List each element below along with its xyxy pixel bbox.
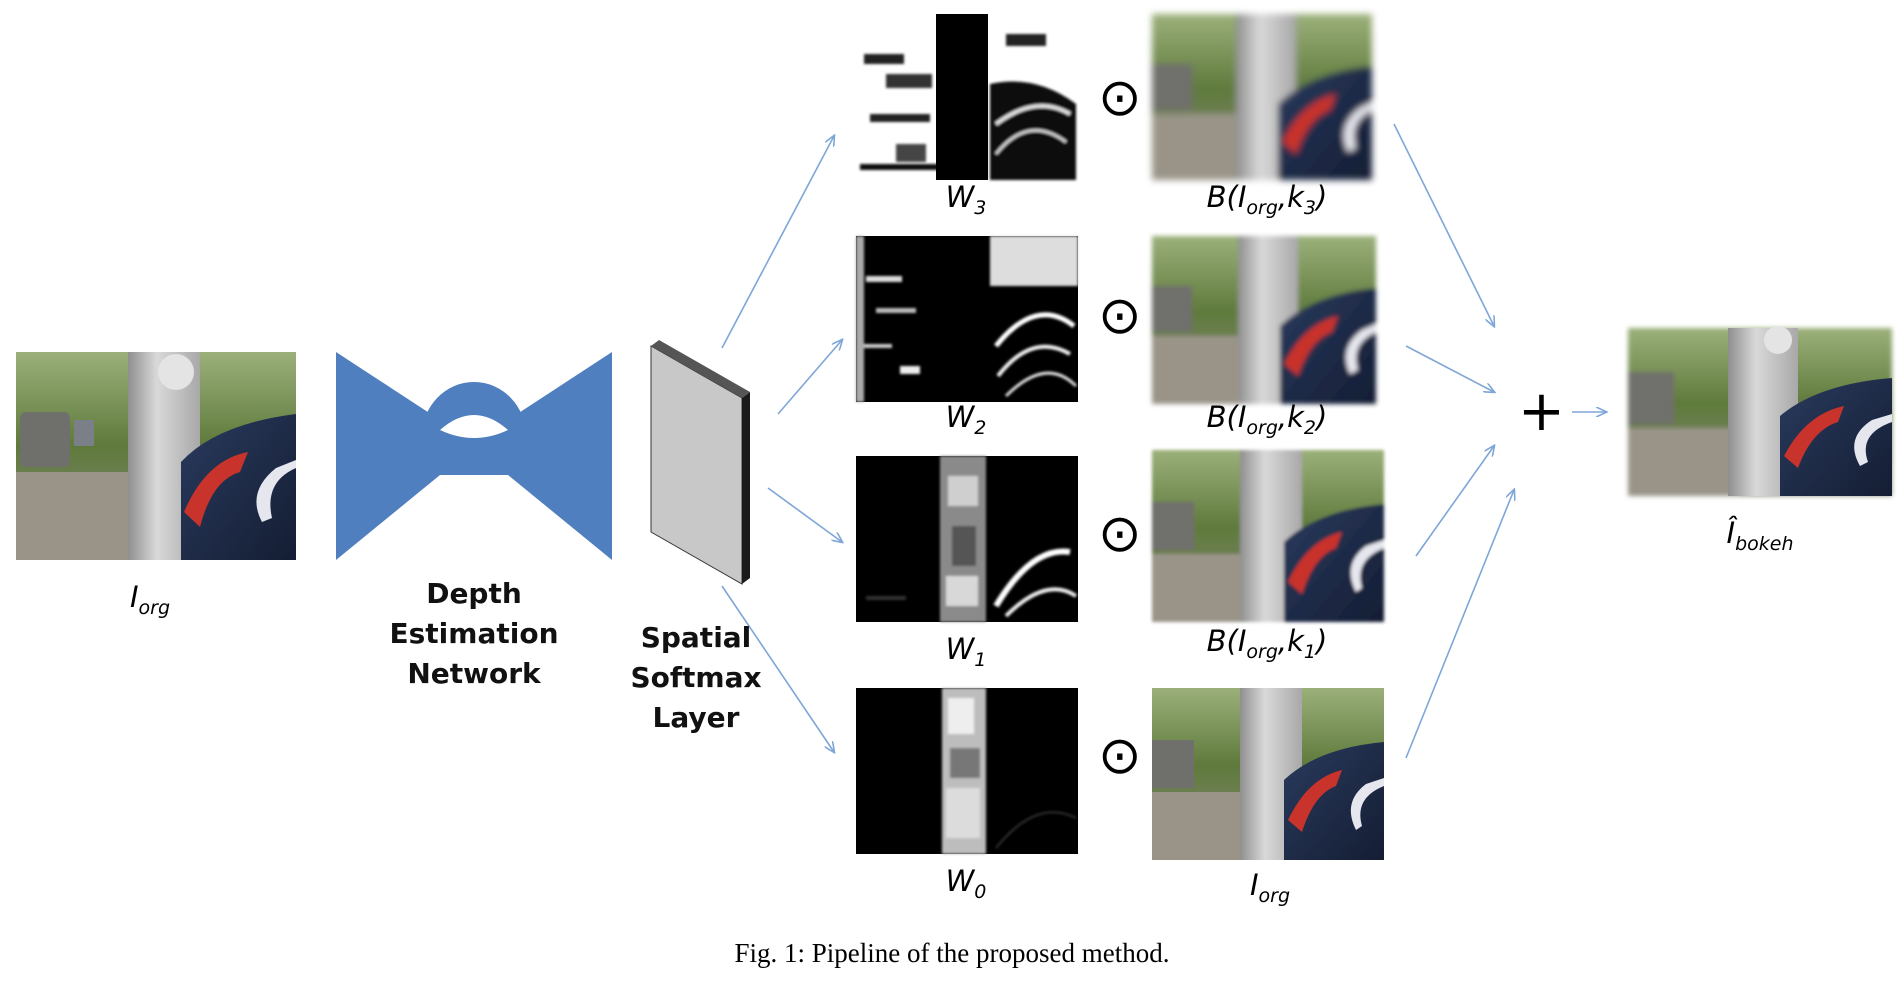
blur-image-k1 <box>1152 450 1384 622</box>
hadamard-operator-row2: ⊙ <box>1098 286 1142 346</box>
figure-caption: Fig. 1: Pipeline of the proposed method. <box>734 938 1170 968</box>
input-image <box>16 352 296 560</box>
weight-label-w2: W2 <box>945 400 987 439</box>
weight-label-w0: W0 <box>945 864 987 903</box>
weight-label-w1: W1 <box>945 632 987 671</box>
original-label-small: Iorg <box>1249 868 1291 907</box>
weight-map-w1 <box>856 456 1078 622</box>
blur-label-k3: B(Iorg,k3) <box>1206 180 1328 219</box>
input-label: Iorg <box>129 580 171 619</box>
blur-image-k2 <box>1152 236 1376 404</box>
arrows <box>721 123 1606 759</box>
sum-operator: + <box>1518 379 1565 444</box>
softmax-layer-shape <box>650 340 750 585</box>
hadamard-operator-row3: ⊙ <box>1098 68 1142 128</box>
softmax-layer-label: Spatial Softmax Layer <box>630 621 762 734</box>
weight-map-w3 <box>856 14 1078 180</box>
blur-label-k1: B(Iorg,k1) <box>1206 624 1328 663</box>
blur-image-k3 <box>1152 14 1372 180</box>
hadamard-operator-row1: ⊙ <box>1098 504 1142 564</box>
original-image-small <box>1152 688 1384 860</box>
blur-label-k2: B(Iorg,k2) <box>1206 400 1328 439</box>
depth-network-label: Depth Estimation Network <box>389 577 559 690</box>
weight-label-w3: W3 <box>945 180 987 219</box>
weight-map-w2 <box>856 236 1078 402</box>
output-label: Îbokeh <box>1726 516 1794 555</box>
hadamard-operator-row0: ⊙ <box>1098 726 1142 786</box>
output-bokeh-image <box>1628 326 1892 496</box>
weight-map-w0 <box>856 688 1078 854</box>
